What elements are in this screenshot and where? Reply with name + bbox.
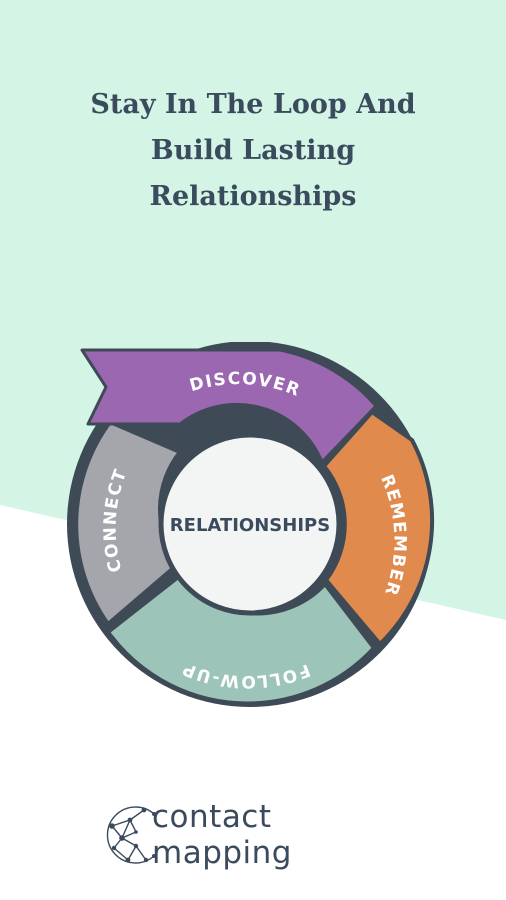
network-c-logo-icon [100,800,170,870]
center-circle [158,432,342,616]
center-label: RELATIONSHIPS [170,515,330,536]
remember-segment [322,410,435,646]
brand-logo: contact mapping [100,799,410,871]
connect-segment [74,420,182,626]
headline-line-3: Relationships [149,181,357,212]
page-title: Stay In The Loop And Build Lasting Relat… [0,82,506,220]
headline-line-1: Stay In The Loop And [90,89,416,120]
discover-segment [80,348,378,464]
headline-line-2: Build Lasting [150,135,356,166]
brand-name: contact mapping [152,799,292,871]
relationship-cycle-diagram: RELATIONSHIPS DISCOVER REMEMBER FOLLOW-U… [60,342,450,722]
